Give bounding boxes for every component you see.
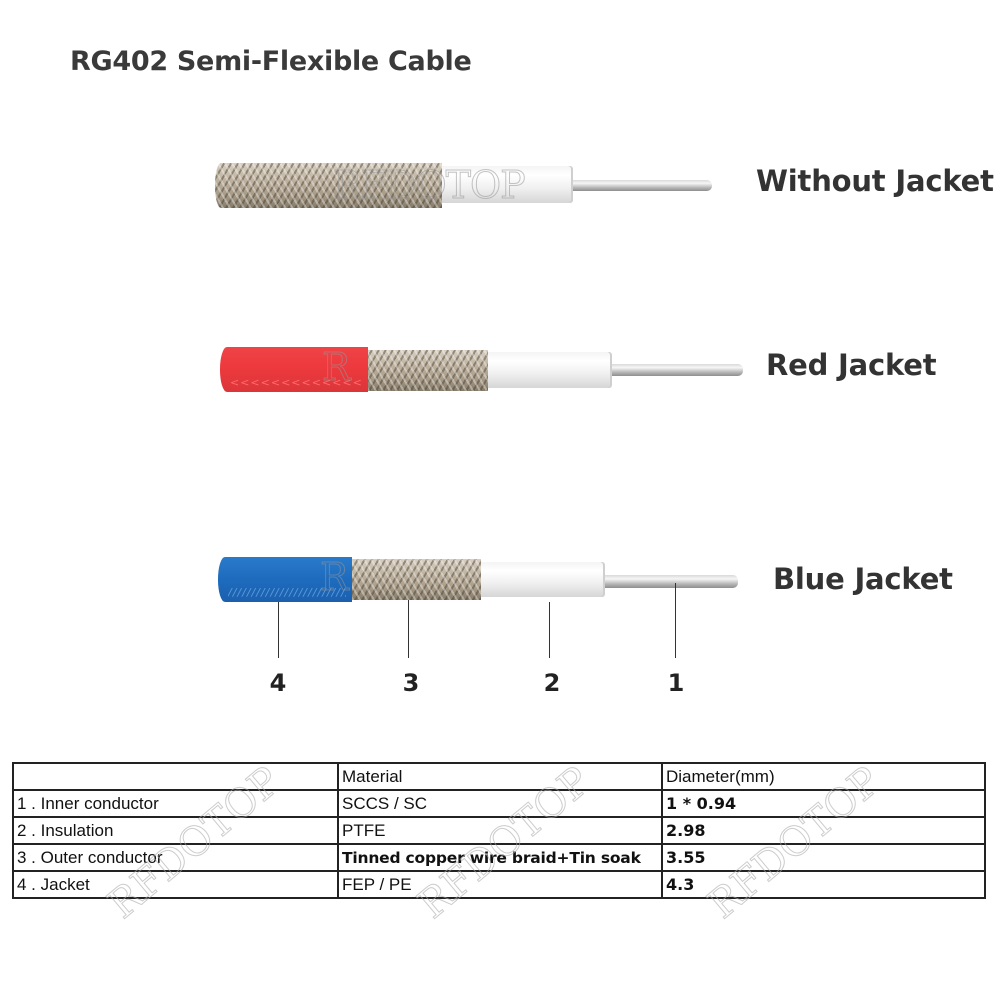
cell-diameter: 2.98 xyxy=(661,816,986,845)
table-header-row: Material Diameter(mm) xyxy=(12,762,986,791)
watermark-text: RFDOTOP xyxy=(333,163,527,208)
jacket-texture: ////////////////////////////////// xyxy=(228,588,346,598)
cable-label-red-jacket: Red Jacket xyxy=(766,348,937,382)
table-row: 3 . Outer conductor Tinned copper wire b… xyxy=(12,843,986,872)
table-row: 1 . Inner conductor SCCS / SC 1 * 0.94 xyxy=(12,789,986,818)
part-number-2: 2 xyxy=(543,669,561,697)
jacket-red: <<<<<<<<<<<<<<<<<<<<<<<<<<<<<<<< xyxy=(220,347,368,392)
cell-part: 4 . Jacket xyxy=(12,870,339,899)
table-row: 4 . Jacket FEP / PE 4.3 xyxy=(12,870,986,899)
part-number-1: 1 xyxy=(667,669,685,697)
cell-material: Tinned copper wire braid+Tin soak xyxy=(337,843,663,872)
header-cell-material: Material xyxy=(337,762,663,791)
cell-material: SCCS / SC xyxy=(337,789,663,818)
specification-table: Material Diameter(mm) 1 . Inner conducto… xyxy=(12,762,986,899)
inner-conductor-pin xyxy=(612,364,743,376)
insulation-dielectric xyxy=(481,562,605,597)
jacket-texture: <<<<<<<<<<<<<<<<<<<<<<<<<<<<<<<< xyxy=(230,378,362,388)
cell-diameter: 3.55 xyxy=(661,843,986,872)
cable-label-blue-jacket: Blue Jacket xyxy=(773,562,953,596)
insulation-dielectric xyxy=(488,352,612,388)
part-number-4: 4 xyxy=(269,669,287,697)
cell-material: FEP / PE xyxy=(337,870,663,899)
table-row: 2 . Insulation PTFE 2.98 xyxy=(12,816,986,845)
cell-material: PTFE xyxy=(337,816,663,845)
leader-line-insulation xyxy=(549,602,550,658)
header-cell-diameter: Diameter(mm) xyxy=(661,762,986,791)
leader-line-jacket xyxy=(278,602,279,658)
header-cell-part xyxy=(12,762,339,791)
page-title: RG402 Semi-Flexible Cable xyxy=(70,46,472,77)
cell-part: 2 . Insulation xyxy=(12,816,339,845)
part-number-3: 3 xyxy=(402,669,420,697)
leader-line-outer-conductor xyxy=(408,600,409,658)
jacket-blue: ////////////////////////////////// xyxy=(218,557,352,602)
insulation-dielectric xyxy=(442,166,573,203)
leader-line-inner-conductor xyxy=(675,583,676,658)
watermark-text: R xyxy=(322,345,351,389)
cable-label-without-jacket: Without Jacket xyxy=(756,164,994,198)
cell-diameter: 1 * 0.94 xyxy=(661,789,986,818)
cell-diameter: 4.3 xyxy=(661,870,986,899)
inner-conductor-pin xyxy=(605,575,738,588)
watermark-text: R xyxy=(320,555,349,599)
inner-conductor-pin xyxy=(573,180,712,191)
cell-part: 3 . Outer conductor xyxy=(12,843,339,872)
cell-part: 1 . Inner conductor xyxy=(12,789,339,818)
outer-conductor-braid xyxy=(368,350,488,391)
outer-conductor-braid xyxy=(215,163,442,208)
outer-conductor-braid xyxy=(352,559,481,600)
